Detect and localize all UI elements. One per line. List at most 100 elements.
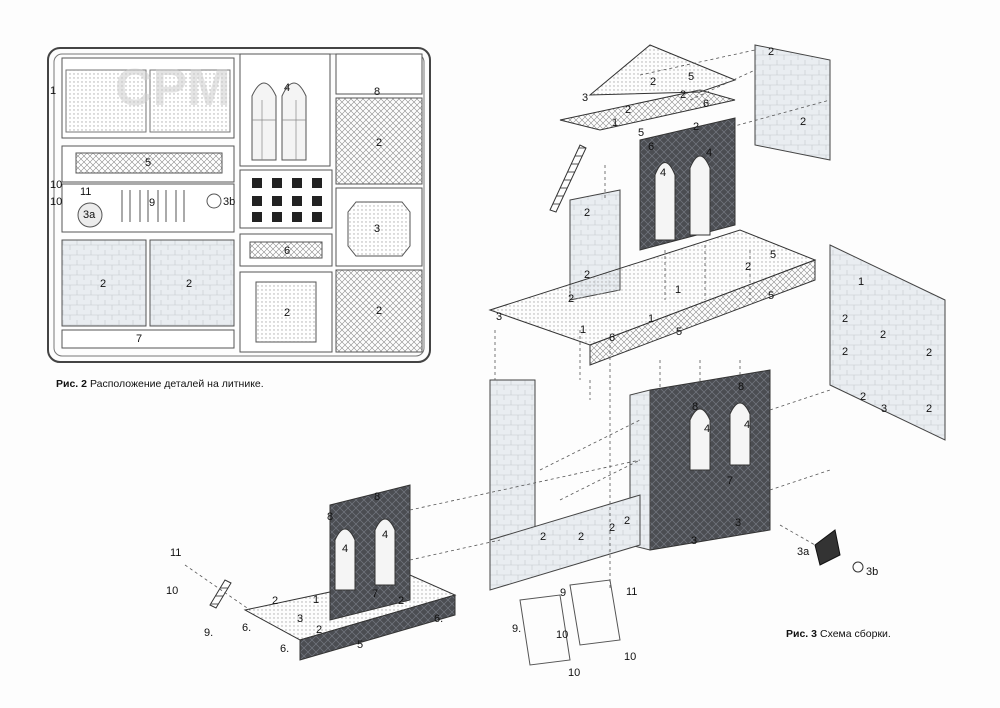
top-floor-label-4: 2 [625,104,631,116]
top-wall [754,44,831,161]
base-assembly [209,484,457,661]
figure-3-label: Рис. 3 [786,628,817,640]
ladder-label-9: 9 [560,587,566,599]
base-label-3: 4 [382,529,388,541]
right-wall-label-4: 2 [926,347,932,359]
loose-ladders [519,579,621,666]
top-floor [549,44,737,251]
sprue-label-2b: 2 [100,278,106,290]
center-wall-label-3: 2 [624,515,630,527]
top-floor-label-9: 6 [648,141,654,153]
left-lower-wall [489,379,641,591]
center-wall-label-2: 2 [609,522,615,534]
right-wall [829,244,946,441]
base-label-12: 6. [434,613,443,625]
left-wall-label-1: 2 [584,269,590,281]
mid-floor-label-4: 5 [676,326,682,338]
right-wall-label-3: 2 [842,346,848,358]
lower-block-label-5: 3 [691,535,697,547]
ladder-label-10b: 10 [624,651,636,663]
sprue-label-3a: 3a [83,209,96,221]
assembly-labels: 2 5 2 3 2 6 1 5 2 6 4 4 2 2 5 2 1 1 5 2 … [166,46,932,679]
base-label-9: 2 [398,595,404,607]
lower-block-label-1: 8 [738,381,744,393]
sprue-label-4: 4 [284,82,290,94]
lower-block-label-4: 7 [727,475,733,487]
right-wall-label-6: 2 [860,391,866,403]
sprue-label-11: 11 [80,186,91,198]
top-floor-label-1: 5 [688,71,694,83]
sprue-label-2e: 2 [376,305,382,317]
base-label-2: 4 [342,543,348,555]
right-wall-label-0: 1 [858,276,864,288]
sprue-label-2d: 2 [284,307,290,319]
top-floor-label-2: 2 [680,89,686,101]
base-label-11: 6. [280,643,289,655]
left-ladder-label-10: 10 [166,585,178,597]
top-floor-label-6: 1 [612,117,618,129]
mid-floor-label-0: 5 [770,249,776,261]
base-label-0: 8 [374,491,380,503]
sprue-label-1: 1 [50,85,56,97]
right-wall-label-2: 2 [880,329,886,341]
sprue-label-6: 6 [284,245,290,257]
mid-floor [488,229,817,366]
figure-3-text: Схема сборки. [819,628,891,640]
figure-2-label: Рис. 2 [56,378,87,390]
base-label-13: 5 [357,639,363,651]
top-floor-label-3: 3 [582,92,588,104]
lower-block-label-2: 4 [704,423,710,435]
lower-block [629,369,771,551]
top-floor-label-10: 4 [660,167,666,179]
top-wall-label-1: 2 [800,116,806,128]
base-label-7: 3 [297,613,303,625]
sprue-label-3: 3 [374,223,380,235]
top-floor-label-0: 2 [650,76,656,88]
sprue-label-2a: 2 [376,137,382,149]
figure-2-text: Расположение деталей на литнике. [89,378,264,390]
sprue-label-5: 5 [145,157,151,169]
mid-floor-label-1: 2 [745,261,751,273]
part-3b-label: 3b [866,566,878,578]
ladder-label-11: 11 [626,586,637,598]
mid-floor-label-3: 1 [580,324,586,336]
right-wall-label-7: 2 [926,403,932,415]
sprue-label-7: 7 [136,333,142,345]
lower-block-label-0: 8 [692,401,698,413]
base-label-4: 7 [372,588,378,600]
base-label-1: 8 [327,511,333,523]
base-label-10: 6. [242,622,251,634]
top-floor-label-5: 6 [703,98,709,110]
ladder-label-10c: 10 [568,667,580,679]
left-ladder-label-11: 11 [170,547,181,559]
right-wall-label-1: 2 [842,313,848,325]
sprue-label-9: 9 [149,197,155,209]
center-wall-label-0: 2 [540,531,546,543]
ladder-label-10: 10 [556,629,568,641]
sprue-label-3b: 3b [223,196,235,208]
sprue-frame [47,47,431,363]
watermark: CPM [115,59,231,117]
left-ladder-label-9: 9. [204,627,213,639]
mid-floor-label-6: 1 [648,313,654,325]
base-label-8: 2 [316,624,322,636]
lower-block-label-6: 3 [735,517,741,529]
mid-floor-label-8: 5 [768,290,774,302]
mid-floor-label-2: 1 [675,284,681,296]
ladder-label-9b: 9. [512,623,521,635]
sprue-label-10a: 10 [50,179,62,191]
top-floor-label-11: 4 [706,147,712,159]
sprue-labels: 1 10 5 11 3a 9 3b 4 8 2 3 2 2 6 2 7 2 10 [50,82,382,345]
mid-floor-label-9: 3 [496,311,502,323]
base-label-6: 2 [272,595,278,607]
part-3a-3b [814,529,864,573]
top-wall-label-0: 2 [768,46,774,58]
sprue-label-10b: 10 [50,196,62,208]
base-label-5: 1 [313,594,319,606]
sprue-label-8: 8 [374,86,380,98]
part-3a-label: 3a [797,546,810,558]
